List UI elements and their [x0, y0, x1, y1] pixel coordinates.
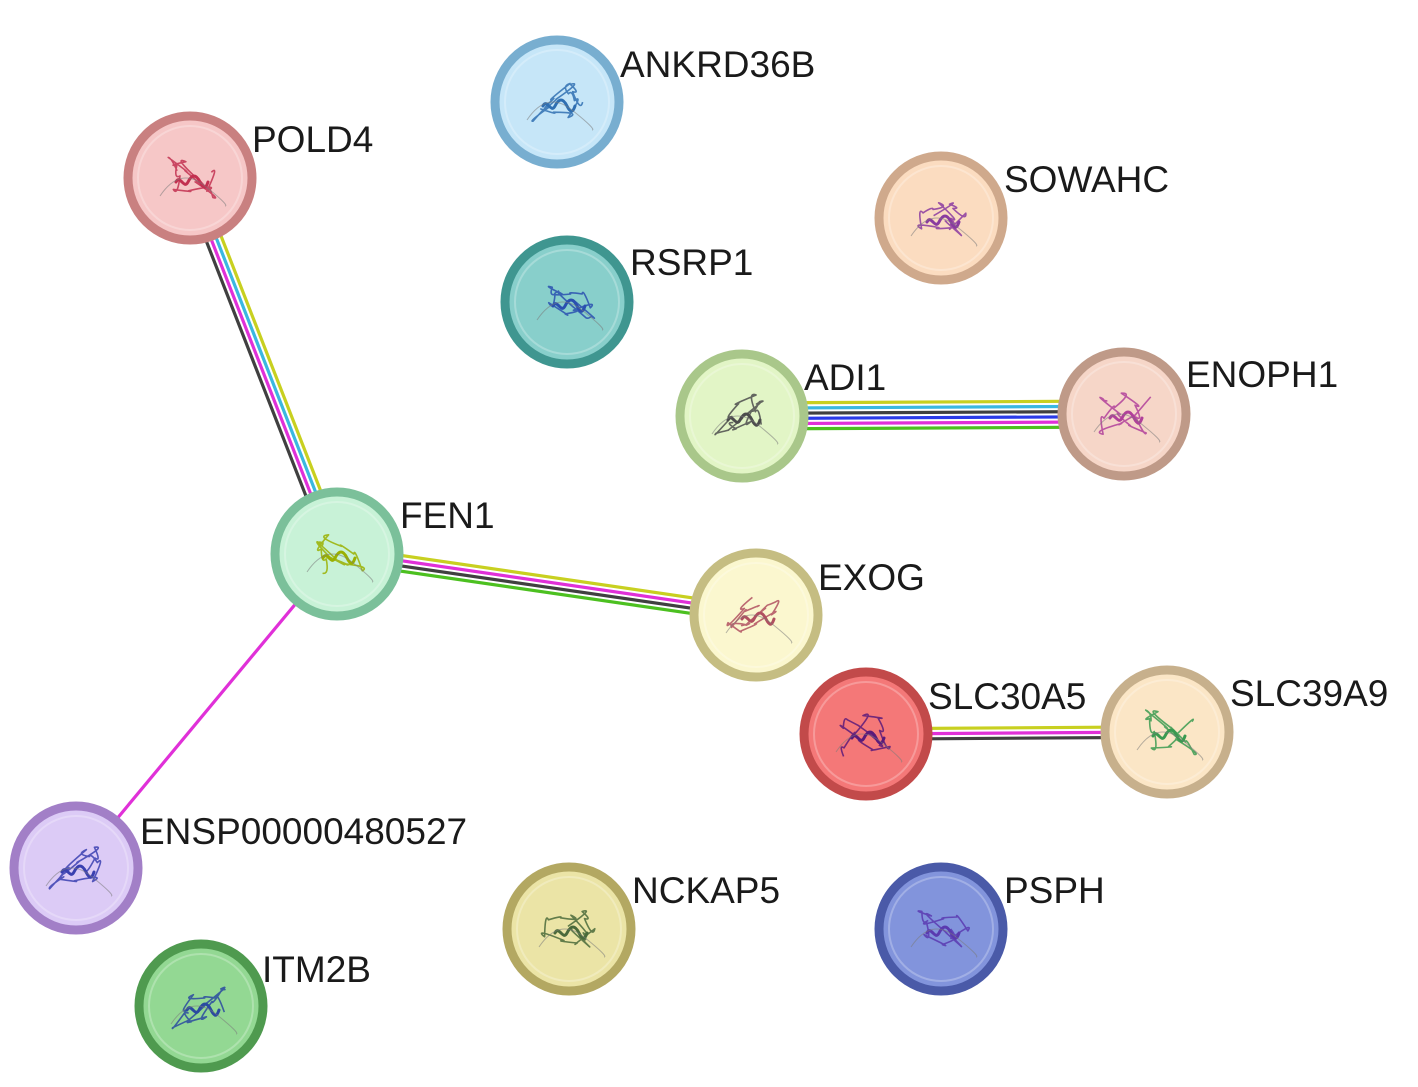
edge-strand — [190, 176, 341, 554]
node-itm2b[interactable]: ITM2B — [134, 939, 371, 1073]
node-inner-ring — [703, 562, 809, 668]
node-label: ENSP00000480527 — [140, 811, 467, 852]
node-label: ITM2B — [262, 949, 371, 990]
node-fen1[interactable]: FEN1 — [270, 487, 495, 621]
node-inner-ring — [516, 876, 622, 982]
protein-structure-icon — [910, 910, 978, 958]
edge-pold4-fen1[interactable] — [181, 174, 346, 558]
node-label: PSPH — [1004, 870, 1105, 911]
node-ensp00000480527[interactable]: ENSP00000480527 — [9, 801, 467, 935]
edge-fen1-ensp00000480527[interactable] — [74, 552, 339, 870]
node-sowahc[interactable]: SOWAHC — [874, 151, 1169, 285]
protein-structure-icon — [159, 156, 227, 207]
node-label: NCKAP5 — [632, 870, 780, 911]
node-adi1[interactable]: ADI1 — [675, 349, 886, 483]
protein-structure-icon — [835, 713, 903, 763]
protein-structure-icon — [170, 986, 238, 1035]
node-inner-ring — [148, 953, 254, 1059]
node-slc30a5[interactable]: SLC30A5 — [799, 667, 1086, 801]
node-nckap5[interactable]: NCKAP5 — [502, 862, 780, 996]
node-rsrp1[interactable]: RSRP1 — [500, 235, 753, 369]
edge-strand — [74, 552, 339, 870]
protein-structure-icon — [45, 846, 113, 897]
node-inner-ring — [888, 876, 994, 982]
protein-structure-icon — [306, 534, 374, 583]
edge-strand — [195, 174, 346, 552]
node-inner-ring — [689, 363, 795, 469]
node-inner-ring — [1114, 679, 1220, 785]
node-inner-ring — [137, 125, 243, 231]
protein-structure-icon — [910, 202, 978, 247]
node-inner-ring — [514, 249, 620, 355]
node-label: EXOG — [818, 557, 925, 598]
node-slc39a9[interactable]: SLC39A9 — [1100, 665, 1388, 799]
node-inner-ring — [1071, 361, 1177, 467]
protein-structure-icon — [526, 82, 594, 131]
node-exog[interactable]: EXOG — [689, 548, 925, 682]
edge-fen1-exog[interactable] — [335, 544, 758, 625]
node-pold4[interactable]: POLD4 — [123, 111, 373, 245]
protein-structure-icon — [538, 910, 606, 958]
protein-structure-icon — [711, 393, 779, 445]
node-inner-ring — [23, 815, 129, 921]
protein-structure-icon — [1093, 392, 1161, 443]
node-label: SOWAHC — [1004, 159, 1169, 200]
edge-strand — [337, 544, 758, 609]
edge-strand — [336, 554, 756, 620]
node-inner-ring — [888, 165, 994, 271]
node-label: POLD4 — [252, 119, 373, 160]
node-ankrd36b[interactable]: ANKRD36B — [490, 35, 815, 169]
node-label: FEN1 — [400, 495, 495, 536]
edge-strand — [337, 549, 757, 615]
node-psph[interactable]: PSPH — [874, 862, 1105, 996]
edge-strand — [186, 178, 337, 556]
edge-strand — [335, 560, 756, 625]
node-inner-ring — [504, 49, 610, 155]
protein-structure-icon — [1136, 709, 1204, 761]
edge-strand — [181, 180, 332, 558]
protein-structure-icon — [725, 596, 793, 644]
node-inner-ring — [284, 501, 390, 607]
protein-structure-icon — [536, 285, 604, 331]
node-enoph1[interactable]: ENOPH1 — [1057, 347, 1338, 481]
node-label: ADI1 — [804, 357, 886, 398]
node-label: SLC30A5 — [928, 676, 1086, 717]
node-label: RSRP1 — [630, 242, 753, 283]
node-label: SLC39A9 — [1230, 673, 1388, 714]
node-inner-ring — [813, 681, 919, 787]
node-label: ANKRD36B — [620, 44, 815, 85]
node-label: ENOPH1 — [1186, 354, 1338, 395]
